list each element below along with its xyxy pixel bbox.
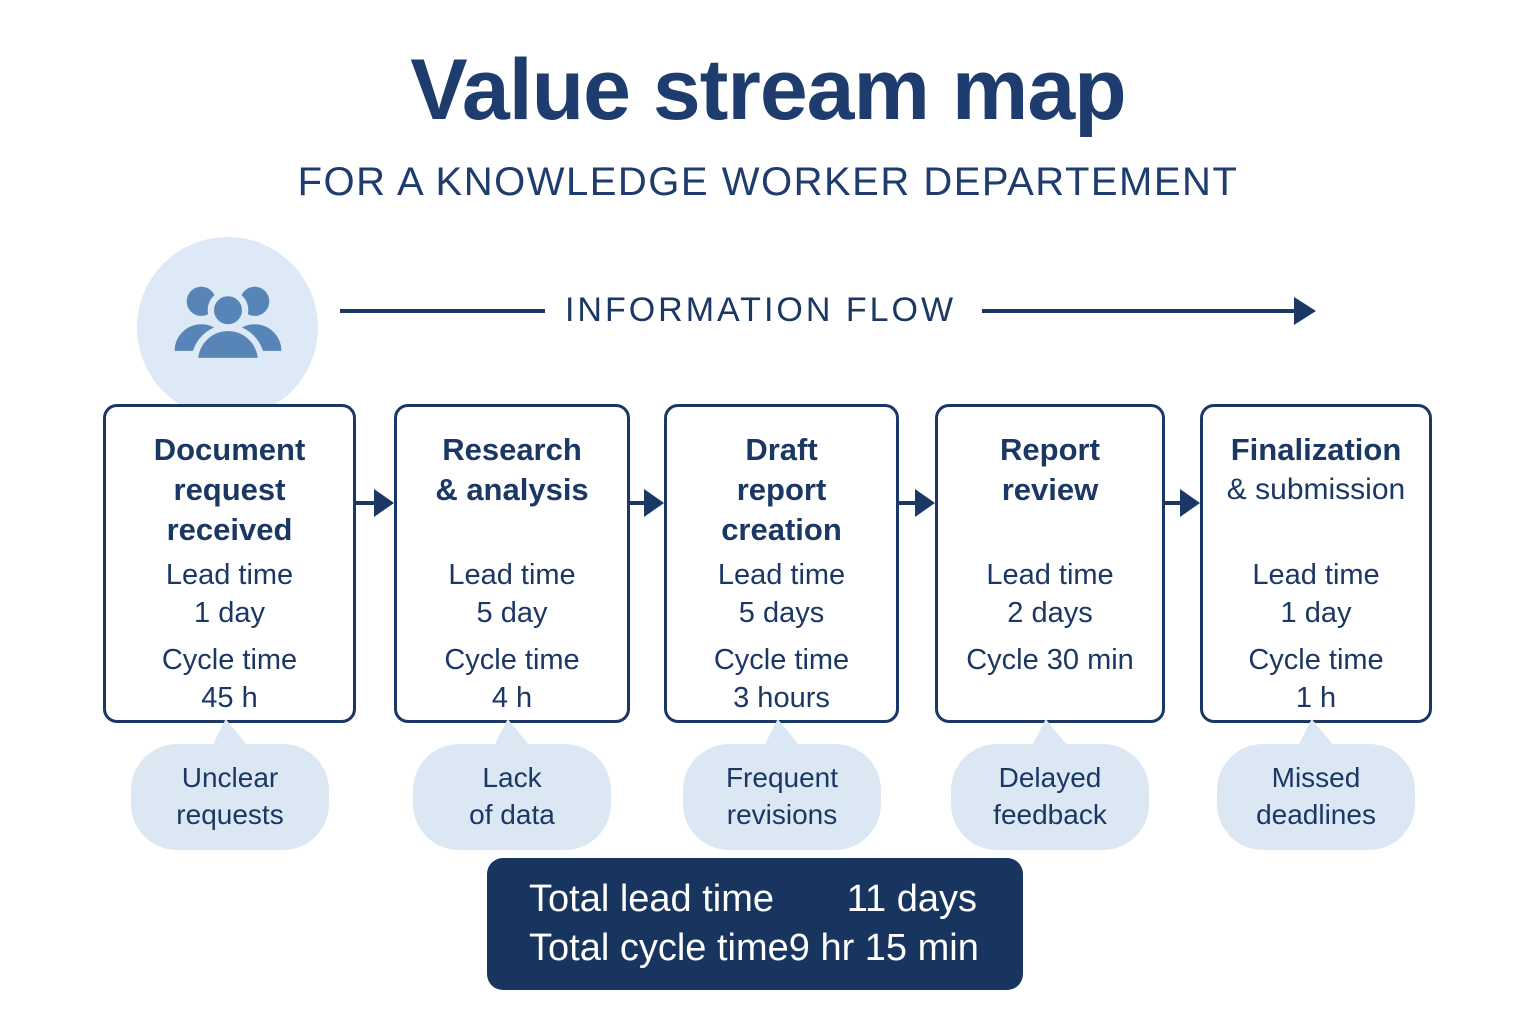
- pain-point-bubble-missed-deadlines: Missed deadlines: [1217, 744, 1415, 850]
- lead-time-label: Lead time: [986, 559, 1114, 591]
- stage-times: Lead time 2 days Cycle 30 min: [938, 556, 1162, 679]
- stage-title: Draft report creation: [667, 407, 896, 550]
- pain-point-line: Delayed: [998, 762, 1102, 793]
- lead-time-value: 1 day: [194, 597, 265, 629]
- stage-title-line: received: [166, 512, 293, 547]
- pain-point-line: requests: [176, 799, 284, 830]
- stage-arrow-icon: [629, 489, 664, 517]
- cycle-time: Cycle time 4 h: [397, 641, 627, 717]
- cycle-time-label: Cycle 30 min: [966, 644, 1134, 676]
- stage-title-line: Finalization: [1230, 432, 1402, 467]
- stage-box-report-review: Report review Lead time 2 days Cycle 30 …: [935, 404, 1165, 723]
- information-flow-line-left: [340, 309, 545, 313]
- lead-time-value: 5 days: [738, 597, 825, 629]
- total-lead-time-value: 11 days: [846, 878, 977, 920]
- stage-times: Lead time 1 day Cycle time 45 h: [106, 556, 353, 717]
- information-flow-label: INFORMATION FLOW: [564, 291, 957, 329]
- lead-time: Lead time 1 day: [1203, 556, 1429, 632]
- total-cycle-time-row: Total cycle time 9 hr 15 min: [529, 924, 979, 973]
- pain-point-line: of data: [469, 799, 555, 830]
- stage-box-draft-report-creation: Draft report creation Lead time 5 days C…: [664, 404, 899, 723]
- pain-point-line: Frequent: [725, 762, 839, 793]
- cycle-time: Cycle time 1 h: [1203, 641, 1429, 717]
- lead-time-label: Lead time: [165, 559, 294, 591]
- cycle-time-label: Cycle time: [444, 644, 580, 676]
- cycle-time-value: 1 h: [1295, 682, 1337, 714]
- cycle-time: Cycle time 3 hours: [667, 641, 896, 717]
- lead-time: Lead time 2 days: [938, 556, 1162, 632]
- cycle-time-value: 3 hours: [733, 682, 830, 714]
- lead-time-label: Lead time: [1252, 559, 1380, 591]
- stage-title-line: Research: [442, 432, 582, 467]
- stage-title: Report review: [938, 407, 1162, 510]
- lead-time-label: Lead time: [448, 559, 576, 591]
- page-title: Value stream map: [410, 42, 1126, 138]
- stage-title: Document request received: [106, 407, 353, 550]
- stage-times: Lead time 1 day Cycle time 1 h: [1203, 556, 1429, 717]
- information-flow-line-right: [982, 309, 1296, 313]
- stage-title-line: Draft: [745, 432, 818, 467]
- cycle-time-label: Cycle time: [1248, 644, 1384, 676]
- total-cycle-time-value: 9 hr 15 min: [788, 927, 979, 969]
- cycle-time: Cycle 30 min: [938, 641, 1162, 679]
- total-lead-time-label: Total lead time: [529, 878, 775, 920]
- stage-arrow-icon: [355, 489, 394, 517]
- cycle-time-value: 45 h: [201, 682, 258, 714]
- stage-box-research-analysis: Research & analysis Lead time 5 day Cycl…: [394, 404, 630, 723]
- information-flow-arrowhead-icon: [1294, 297, 1316, 325]
- stage-box-finalization-submission: Finalization & submission Lead time 1 da…: [1200, 404, 1432, 723]
- stage-title: Finalization & submission: [1203, 407, 1429, 510]
- stage-title: Research & analysis: [397, 407, 627, 510]
- pain-point-line: deadlines: [1256, 799, 1376, 830]
- pain-point-bubble-lack-of-data: Lack of data: [413, 744, 611, 850]
- total-cycle-time-label: Total cycle time: [529, 927, 789, 969]
- lead-time: Lead time 5 days: [667, 556, 896, 632]
- stage-arrow-icon: [1164, 489, 1200, 517]
- pain-point-line: revisions: [726, 799, 838, 830]
- pain-point-bubble-frequent-revisions: Frequent revisions: [683, 744, 881, 850]
- stage-times: Lead time 5 day Cycle time 4 h: [397, 556, 627, 717]
- total-lead-time-row: Total lead time 11 days: [529, 875, 977, 924]
- totals-box: Total lead time 11 days Total cycle time…: [487, 858, 1023, 990]
- people-group-icon: [137, 237, 318, 418]
- stage-title-line: Report: [1000, 432, 1100, 467]
- stage-title-subline: & submission: [1226, 473, 1406, 506]
- stage-times: Lead time 5 days Cycle time 3 hours: [667, 556, 896, 717]
- cycle-time-label: Cycle time: [161, 644, 298, 676]
- cycle-time-value: 4 h: [491, 682, 533, 714]
- pain-point-line: Missed: [1271, 762, 1361, 793]
- stage-title-line: & analysis: [435, 472, 589, 507]
- pain-point-line: Lack: [482, 762, 542, 793]
- stage-title-line: report: [736, 472, 827, 507]
- stage-arrow-icon: [898, 489, 935, 517]
- stage-title-line: request: [173, 472, 286, 507]
- lead-time: Lead time 1 day: [106, 556, 353, 632]
- stage-title-line: Document: [153, 432, 306, 467]
- lead-time-value: 2 days: [1007, 597, 1093, 629]
- stage-title-line: creation: [721, 512, 842, 547]
- stage-title-line: review: [1001, 472, 1099, 507]
- lead-time-value: 5 day: [476, 597, 548, 629]
- page-subtitle: FOR A KNOWLEDGE WORKER DEPARTEMENT: [297, 160, 1239, 204]
- pain-point-line: feedback: [993, 799, 1107, 830]
- pain-point-line: Unclear: [181, 762, 279, 793]
- pain-point-bubble-delayed-feedback: Delayed feedback: [951, 744, 1149, 850]
- cycle-time-label: Cycle time: [713, 644, 850, 676]
- pain-point-bubble-unclear-requests: Unclear requests: [131, 744, 329, 850]
- stage-box-document-request-received: Document request received Lead time 1 da…: [103, 404, 356, 723]
- lead-time-label: Lead time: [717, 559, 846, 591]
- lead-time: Lead time 5 day: [397, 556, 627, 632]
- lead-time-value: 1 day: [1280, 597, 1352, 629]
- cycle-time: Cycle time 45 h: [106, 641, 353, 717]
